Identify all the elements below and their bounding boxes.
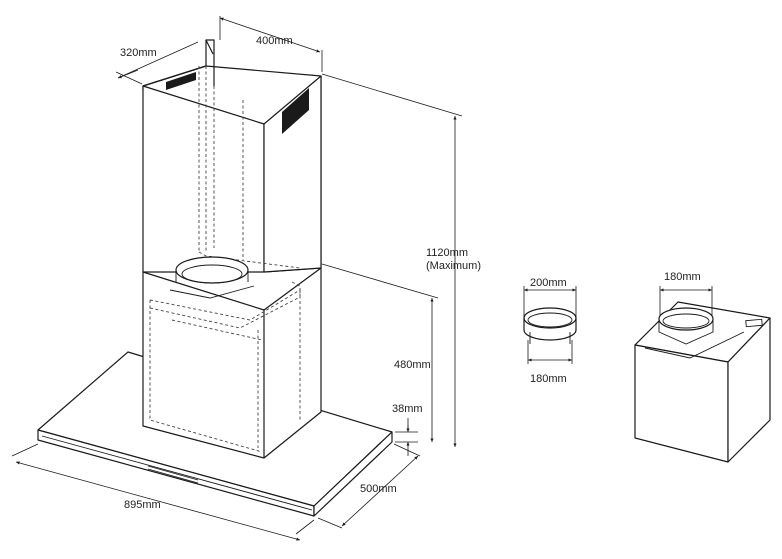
dim-line-895: [15, 461, 301, 541]
filter-box-collar: [658, 307, 714, 331]
duct-adapter: [523, 286, 577, 364]
label-body-height: 480mm: [394, 359, 431, 371]
vent-grille-left: [166, 72, 196, 90]
filter-box-side: [727, 317, 771, 463]
label-canopy-thickness: 38mm: [392, 403, 423, 415]
dim-line-400: [219, 17, 321, 53]
filter-box: [634, 286, 771, 463]
chimney: [142, 39, 322, 299]
dimensions: [11, 16, 463, 541]
filter-box-front: [634, 344, 729, 463]
label-canopy-depth: 500mm: [360, 483, 397, 495]
label-chimney-depth: 320mm: [120, 47, 157, 59]
label-total-height-note: (Maximum): [426, 260, 481, 272]
label-adapter-outer: 200mm: [530, 277, 567, 289]
label-adapter-inner: 180mm: [530, 373, 567, 385]
vent-grille-right: [282, 88, 309, 134]
dim-line-500: [341, 455, 419, 527]
hood-body: [142, 267, 322, 459]
adapter-top: [523, 307, 577, 329]
body-outline: [142, 267, 322, 459]
label-chimney-width: 400mm: [256, 35, 293, 47]
label-canopy-width: 895mm: [124, 499, 161, 511]
chimney-side: [263, 75, 322, 273]
dim-line-320: [117, 41, 199, 79]
label-total-height: 1120mm: [426, 247, 468, 259]
label-filter-box-dia: 180mm: [664, 271, 701, 283]
